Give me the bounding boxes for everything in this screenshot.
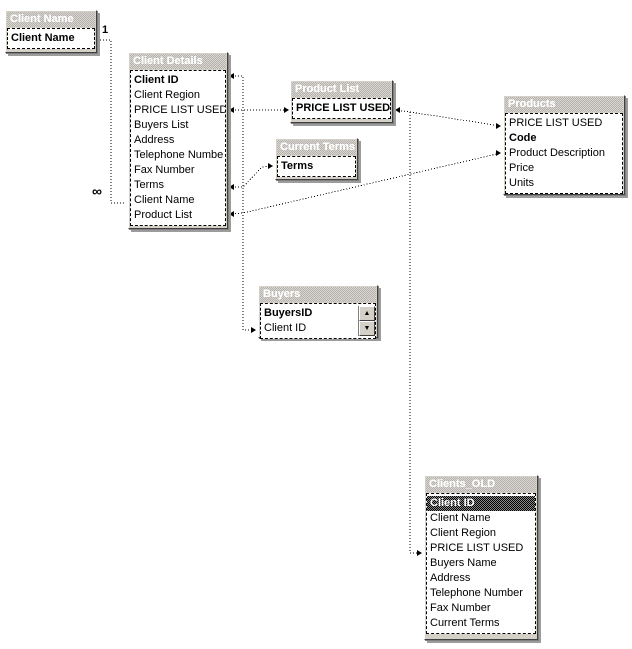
field-column: Client Name <box>8 31 94 46</box>
field-product-list-price-list-used[interactable]: PRICE LIST USED <box>296 102 390 114</box>
field-client-details-client-id[interactable]: Client ID <box>134 74 179 86</box>
join-arrow-icon <box>229 73 234 79</box>
join-clientdetails-clientid-to-buyers-clientid[interactable] <box>229 75 256 331</box>
field-products-price[interactable]: Price <box>509 162 535 174</box>
field-column: Terms <box>278 159 355 174</box>
field-client-details-address[interactable]: Address <box>134 134 175 146</box>
join-clientname-to-clientdetails-clientname[interactable] <box>97 39 126 204</box>
cardinality-label-one: 1 <box>102 24 108 36</box>
field-client-name-client-name[interactable]: Client Name <box>11 32 75 44</box>
field-client-details-fax-number[interactable]: Fax Number <box>134 164 195 176</box>
join-arrow-icon <box>229 211 234 217</box>
join-branch-to-clientsold-pricelist[interactable] <box>409 112 422 554</box>
join-arrow-icon <box>268 163 273 169</box>
field-buyers-buyersid[interactable]: BuyersID <box>264 307 313 319</box>
vertical-scrollbar[interactable]: ▲▼ <box>358 306 375 336</box>
table-title-clients-old[interactable]: Clients_OLD <box>426 477 536 492</box>
join-arrow-icon <box>229 107 234 113</box>
field-products-price-list-used[interactable]: PRICE LIST USED <box>509 117 603 129</box>
field-clients-old-address[interactable]: Address <box>430 572 471 584</box>
join-clientdetails-productlist-to-products[interactable] <box>228 152 502 215</box>
field-clients-old-client-name[interactable]: Client Name <box>430 512 491 524</box>
join-productlist-to-products-pricelist[interactable] <box>394 109 502 127</box>
field-clients-old-telephone-number[interactable]: Telephone Number <box>430 587 523 599</box>
field-client-details-product-list[interactable]: Product List <box>134 209 193 221</box>
field-client-details-buyers-list[interactable]: Buyers List <box>134 119 189 131</box>
field-list-current-terms: Terms <box>277 156 356 177</box>
field-clients-old-fax-number[interactable]: Fax Number <box>430 602 491 614</box>
join-arrow-icon <box>496 123 501 129</box>
scroll-up-icon[interactable]: ▲ <box>359 306 375 321</box>
field-products-units[interactable]: Units <box>509 177 535 189</box>
join-arrow-icon <box>417 550 422 556</box>
table-title-products[interactable]: Products <box>505 97 623 112</box>
field-clients-old-client-id[interactable]: Client ID <box>427 496 535 511</box>
table-title-client-details[interactable]: Client Details <box>130 54 226 69</box>
join-arrow-icon <box>395 107 400 113</box>
field-client-details-telephone-numbe[interactable]: Telephone Numbe <box>134 149 224 161</box>
join-arrow-icon <box>229 184 234 190</box>
field-column: BuyersID Client ID <box>261 306 358 336</box>
field-clients-old-buyers-name[interactable]: Buyers Name <box>430 557 497 569</box>
field-products-product-description[interactable]: Product Description <box>509 147 605 159</box>
field-client-details-terms[interactable]: Terms <box>134 179 164 191</box>
field-clients-old-current-terms[interactable]: Current Terms <box>430 617 500 629</box>
table-title-product-list[interactable]: Product List <box>292 82 391 97</box>
join-arrow-icon <box>284 107 289 113</box>
join-arrow-icon <box>251 327 256 333</box>
field-clients-old-price-list-used[interactable]: PRICE LIST USED <box>430 542 524 554</box>
field-list-product-list: PRICE LIST USED <box>292 98 391 119</box>
cardinality-label-many: ∞ <box>92 183 102 199</box>
field-client-details-client-region[interactable]: Client Region <box>134 89 201 101</box>
field-client-details-price-list-used[interactable]: PRICE LIST USED <box>134 104 225 116</box>
join-clientdetails-terms-to-currentterms[interactable] <box>229 165 274 188</box>
field-clients-old-client-region[interactable]: Client Region <box>430 527 497 539</box>
field-list-buyers: BuyersID Client ID ▲▼ <box>260 303 376 339</box>
table-title-client-name[interactable]: Client Name <box>7 12 95 27</box>
table-title-current-terms[interactable]: Current Terms <box>277 140 356 155</box>
join-arrow-icon <box>496 150 501 156</box>
field-current-terms-terms[interactable]: Terms <box>281 160 314 172</box>
field-client-details-client-name[interactable]: Client Name <box>134 194 195 206</box>
field-column: PRICE LIST USED <box>293 101 390 116</box>
field-buyers-client-id[interactable]: Client ID <box>264 322 307 334</box>
scroll-down-icon[interactable]: ▼ <box>359 321 375 336</box>
field-products-code[interactable]: Code <box>509 132 537 144</box>
field-list-client-name: Client Name <box>7 28 95 49</box>
table-title-buyers[interactable]: Buyers <box>260 287 376 302</box>
